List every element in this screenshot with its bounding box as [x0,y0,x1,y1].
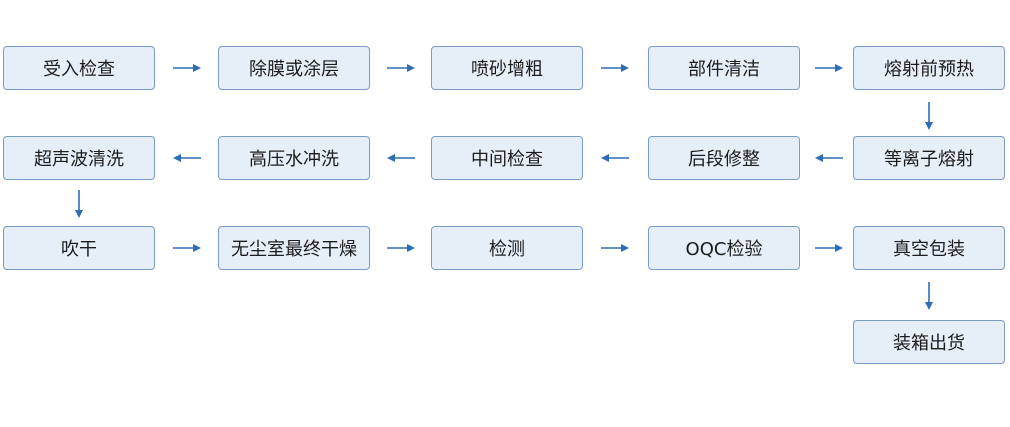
arrow-left-icon [601,154,629,162]
step-vacuum-packing: 真空包装 [853,226,1005,270]
step-film-coating-removal: 除膜或涂层 [218,46,370,90]
arrow-right-icon [173,244,201,252]
arrow-right-icon [601,64,629,72]
step-cleanroom-drying: 无尘室最终干燥 [218,226,370,270]
arrow-right-icon [173,64,201,72]
arrow-left-icon [815,154,843,162]
step-oqc-inspection: OQC检验 [648,226,800,270]
arrow-right-icon [387,64,415,72]
step-testing: 检测 [431,226,583,270]
step-post-finishing: 后段修整 [648,136,800,180]
arrow-down-icon [75,190,83,218]
arrow-right-icon [387,244,415,252]
step-intermediate-inspection: 中间检查 [431,136,583,180]
step-boxing-shipping: 装箱出货 [853,320,1005,364]
step-part-cleaning: 部件清洁 [648,46,800,90]
step-blow-dry: 吹干 [3,226,155,270]
step-receiving-inspection: 受入检查 [3,46,155,90]
arrow-down-icon [925,282,933,310]
arrow-right-icon [601,244,629,252]
arrow-right-icon [815,244,843,252]
arrow-down-icon [925,102,933,130]
arrow-right-icon [815,64,843,72]
step-sandblasting: 喷砂增粗 [431,46,583,90]
step-plasma-spraying: 等离子熔射 [853,136,1005,180]
arrow-left-icon [387,154,415,162]
arrow-left-icon [173,154,201,162]
step-high-pressure-rinse: 高压水冲洗 [218,136,370,180]
step-preheating: 熔射前预热 [853,46,1005,90]
step-ultrasonic-cleaning: 超声波清洗 [3,136,155,180]
